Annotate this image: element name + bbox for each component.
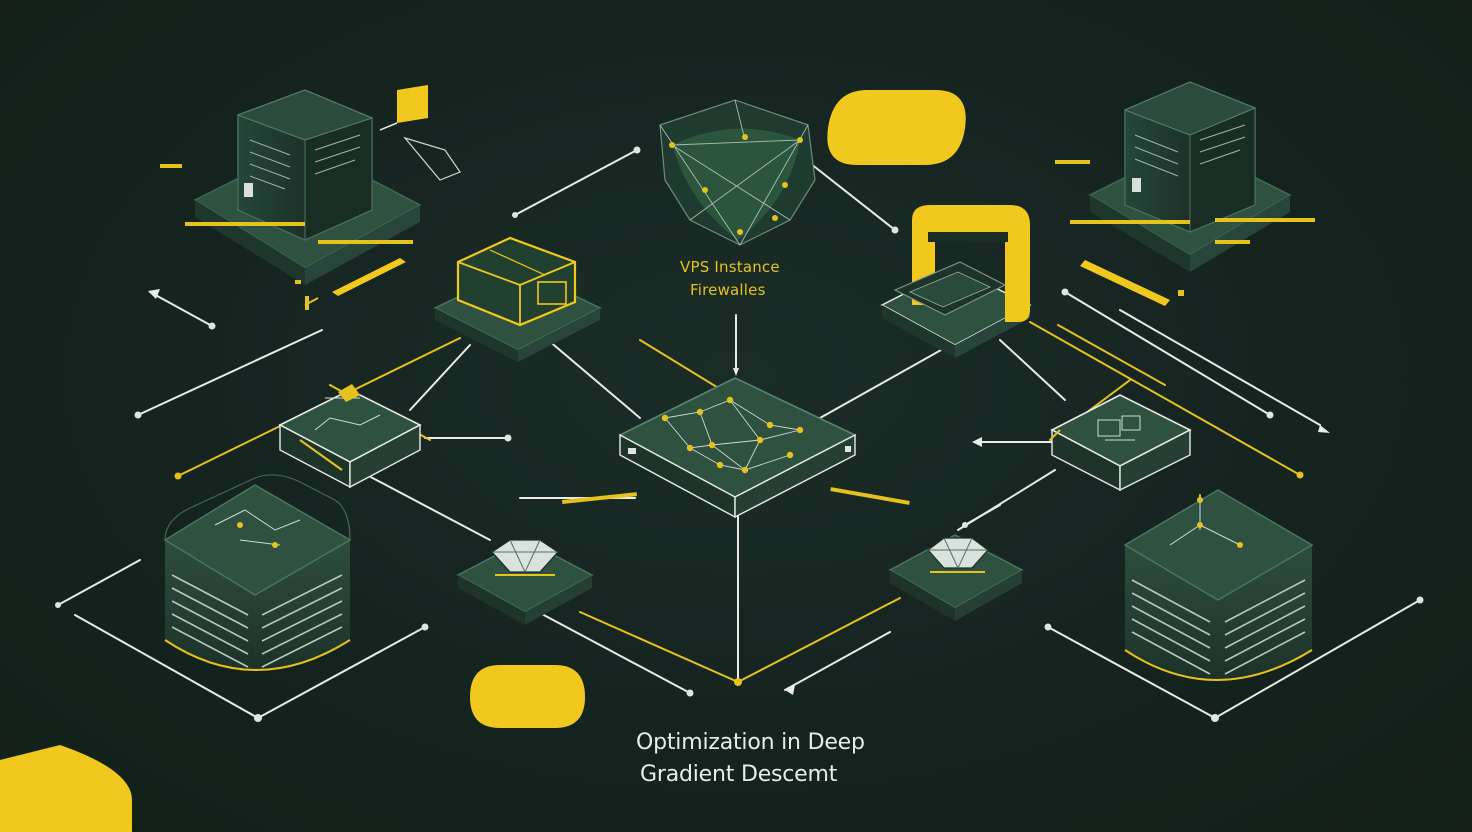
center-label-line2: Firewalles [690, 281, 766, 299]
line-leftnode-to-cube [409, 344, 471, 411]
line-left-top-diagonal [149, 291, 213, 327]
line-bottom-right-arrow [784, 631, 891, 691]
frame-node [880, 205, 1032, 358]
server-cube-top-left [160, 85, 461, 310]
drum-server-right [1123, 489, 1314, 681]
line-far-left-diagonal [137, 329, 323, 416]
diamond-node-left [456, 539, 594, 625]
diamond-node-right [888, 534, 1024, 621]
cube-node [433, 236, 602, 362]
line-shield-right [805, 159, 896, 231]
line-endpoints [55, 146, 1424, 722]
line-diamond-left-down [524, 604, 691, 694]
line-right-far-diagonal [1064, 291, 1271, 416]
line-cube-to-center [547, 339, 641, 419]
line-top-left-arrow [514, 149, 638, 216]
pill-top [827, 90, 966, 165]
line-right-far-arrow [1119, 309, 1321, 426]
drum-server-left [163, 474, 352, 671]
decor-yellow-pills [0, 90, 966, 832]
center-hub [561, 377, 910, 519]
line-leftnode-to-bottom [347, 464, 491, 541]
line-diamond-right-up [964, 504, 1001, 526]
pill-bottom [470, 665, 585, 728]
line-right-node-up [999, 339, 1066, 401]
title-line2: Gradient Descemt [640, 762, 838, 787]
line-center-to-right [819, 344, 951, 419]
title-line1: Optimization in Deep [636, 730, 865, 755]
shield-icon [659, 99, 816, 246]
center-label-line1: VPS Instance [680, 258, 780, 276]
line-bottom-left-bracket [57, 559, 141, 606]
node-left-mid [278, 384, 422, 489]
node-right-mid [1049, 394, 1192, 492]
arrow-heads [148, 289, 1330, 695]
server-cube-top-right [1055, 81, 1315, 306]
corner-block [0, 745, 132, 832]
